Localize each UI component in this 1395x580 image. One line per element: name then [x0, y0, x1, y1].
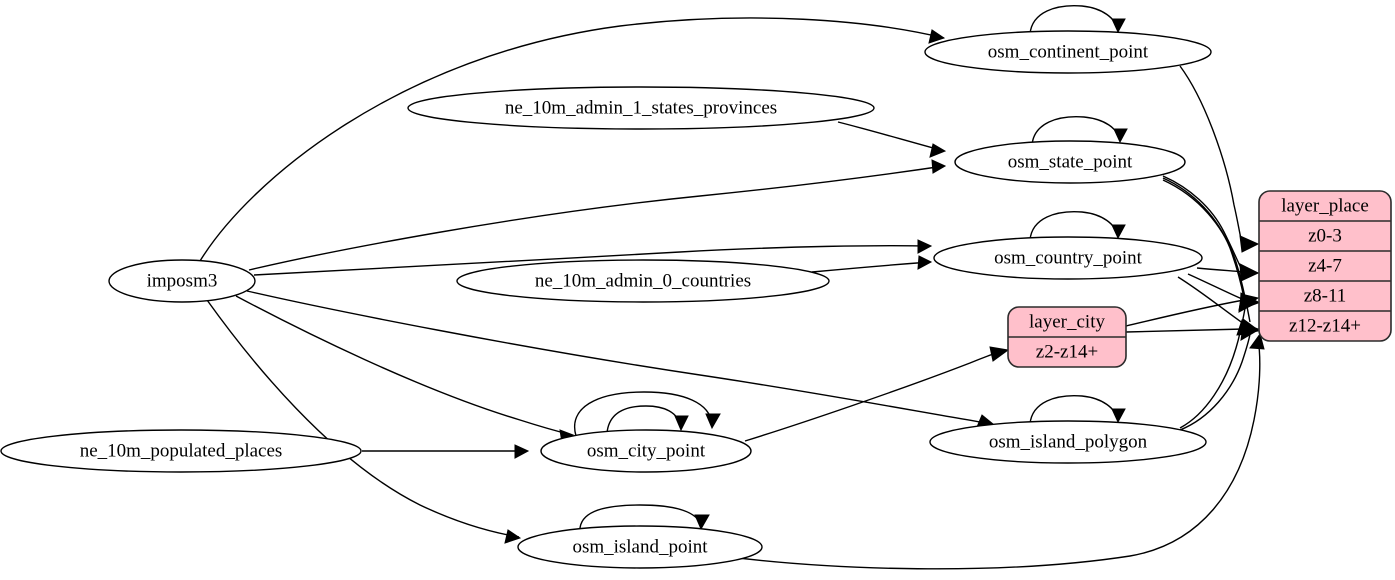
arrowhead	[1240, 325, 1260, 341]
node-shape-ellipse[interactable]	[517, 525, 763, 569]
edges-layer	[199, 5, 1265, 570]
arrowhead	[1239, 235, 1260, 253]
edge-ne_countries-to-osm_country_point	[811, 261, 931, 273]
node-shape-ellipse[interactable]	[954, 140, 1186, 184]
layer_place-row-z12-z14[interactable]: z12-z14+	[1289, 315, 1361, 336]
node-layer_city[interactable]: layer_city z2-z14+	[1007, 306, 1127, 368]
node-label-osm_city_point: osm_city_point	[587, 440, 706, 461]
edge-imposm3-to-osm_city_point	[235, 295, 573, 436]
arrowhead	[1113, 128, 1128, 144]
node-shape-ellipse[interactable]	[456, 259, 830, 303]
arrowhead	[1111, 18, 1126, 34]
node-label-osm_island_polygon: osm_island_polygon	[989, 431, 1148, 452]
node-imposm3[interactable]: imposm3	[108, 259, 256, 303]
node-osm_city_point[interactable]: osm_city_point	[540, 429, 752, 473]
node-label-ne_states: ne_10m_admin_1_states_provinces	[505, 97, 777, 118]
edge-osm_island_point-to-layer_place-z12-z14	[721, 339, 1261, 570]
arrowhead	[694, 514, 710, 531]
arrowhead	[929, 143, 947, 158]
node-osm_island_polygon[interactable]: osm_island_polygon	[929, 420, 1207, 464]
node-shape-ellipse[interactable]	[929, 420, 1207, 464]
node-label-ne_countries: ne_10m_admin_0_countries	[535, 270, 751, 291]
node-ne_10m_admin_1_states_provinces[interactable]: ne_10m_admin_1_states_provinces	[407, 86, 875, 130]
edge-self-outer-osm_city_point	[574, 391, 713, 437]
edge-imposm3-to-osm_state_point	[248, 165, 945, 271]
node-layer_place[interactable]: layer_place z0-3 z4-7 z8-11 z12-z14+	[1258, 190, 1392, 342]
node-shape-ellipse[interactable]	[540, 429, 752, 473]
edge-osm_island_polygon-to-layer_place-z8-11	[1179, 303, 1247, 429]
edge-self-inner-osm_city_point	[606, 405, 682, 434]
node-ne_10m_populated_places[interactable]: ne_10m_populated_places	[0, 429, 362, 473]
node-label-osm_continent_point: osm_continent_point	[988, 41, 1149, 62]
edge-self-osm_country_point	[1029, 211, 1119, 241]
edge-osm_state_point-to-layer_place-z4-7	[1162, 175, 1243, 271]
edge-osm_city_point-to-layer_city	[744, 353, 994, 442]
edge-layer_city-to-layer_place-z8-11	[1125, 299, 1245, 327]
layer_place-box[interactable]	[1258, 190, 1392, 342]
layer_place-row-z0-3[interactable]: z0-3	[1308, 225, 1342, 246]
edge-imposm3-to-osm_island_point	[206, 299, 520, 538]
edge-osm_island_polygon-to-layer_place-z12-z14	[1179, 333, 1251, 431]
node-osm_continent_point[interactable]: osm_continent_point	[924, 30, 1212, 74]
edge-osm_country_point-to-layer_place-z8-11	[1187, 273, 1243, 300]
edge-ne_states-to-osm_state_point	[837, 121, 945, 152]
node-shape-ellipse[interactable]	[108, 259, 256, 303]
edge-layer_city-to-layer_place-z12-z14	[1125, 328, 1245, 333]
node-shape-ellipse[interactable]	[0, 429, 362, 473]
node-osm_country_point[interactable]: osm_country_point	[933, 236, 1203, 280]
arrowhead	[931, 159, 947, 174]
arrowhead	[514, 444, 530, 459]
nodes-layer: imposm3 ne_10m_admin_1_states_provinces …	[0, 30, 1212, 569]
arrowhead	[917, 239, 933, 254]
arrowhead	[705, 413, 721, 430]
arrowhead	[504, 529, 522, 544]
arrowhead	[1111, 408, 1126, 424]
edge-osm_country_point-to-layer_place-z12-z14	[1177, 276, 1245, 325]
node-ne_10m_admin_0_countries[interactable]: ne_10m_admin_0_countries	[456, 259, 830, 303]
node-label-osm_state_point: osm_state_point	[1008, 151, 1133, 172]
edge-self-osm_continent_point	[1029, 5, 1119, 35]
layer_city-row-z2-z14[interactable]: z2-z14+	[1036, 341, 1098, 362]
arrowhead	[674, 415, 689, 432]
node-shape-ellipse[interactable]	[924, 30, 1212, 74]
node-shape-ellipse[interactable]	[933, 236, 1203, 280]
node-shape-ellipse[interactable]	[407, 86, 875, 130]
layer_place-title: layer_place	[1281, 195, 1369, 216]
layer_place-row-z4-7[interactable]: z4-7	[1308, 255, 1342, 276]
edge-osm_continent_point-to-layer_place-z0-3	[1179, 65, 1243, 244]
record-nodes-layer: layer_place z0-3 z4-7 z8-11 z12-z14+ lay…	[1007, 190, 1392, 368]
node-osm_island_point[interactable]: osm_island_point	[517, 525, 763, 569]
arrowhead	[989, 346, 1010, 362]
edge-self-osm_island_polygon	[1029, 395, 1119, 425]
node-label-ne_populated: ne_10m_populated_places	[80, 440, 283, 461]
layer_place-row-z8-11[interactable]: z8-11	[1304, 285, 1347, 306]
edge-self-osm_island_point	[579, 504, 702, 534]
node-label-osm_country_point: osm_country_point	[994, 247, 1142, 268]
edge-imposm3-to-osm_island_polygon	[246, 290, 993, 425]
arrowhead	[1111, 224, 1126, 240]
node-label-imposm3: imposm3	[147, 270, 218, 291]
arrowhead	[928, 29, 946, 44]
arrowhead	[1238, 296, 1260, 313]
arrowhead	[1240, 265, 1260, 282]
edge-imposm3-to-osm_country_point	[253, 244, 931, 276]
node-label-osm_island_point: osm_island_point	[572, 536, 708, 557]
node-osm_state_point[interactable]: osm_state_point	[954, 140, 1186, 184]
edge-imposm3-to-osm_continent_point	[199, 17, 945, 262]
layer_city-title: layer_city	[1029, 311, 1105, 332]
arrowhead	[917, 255, 933, 270]
arrowhead	[1249, 332, 1265, 350]
